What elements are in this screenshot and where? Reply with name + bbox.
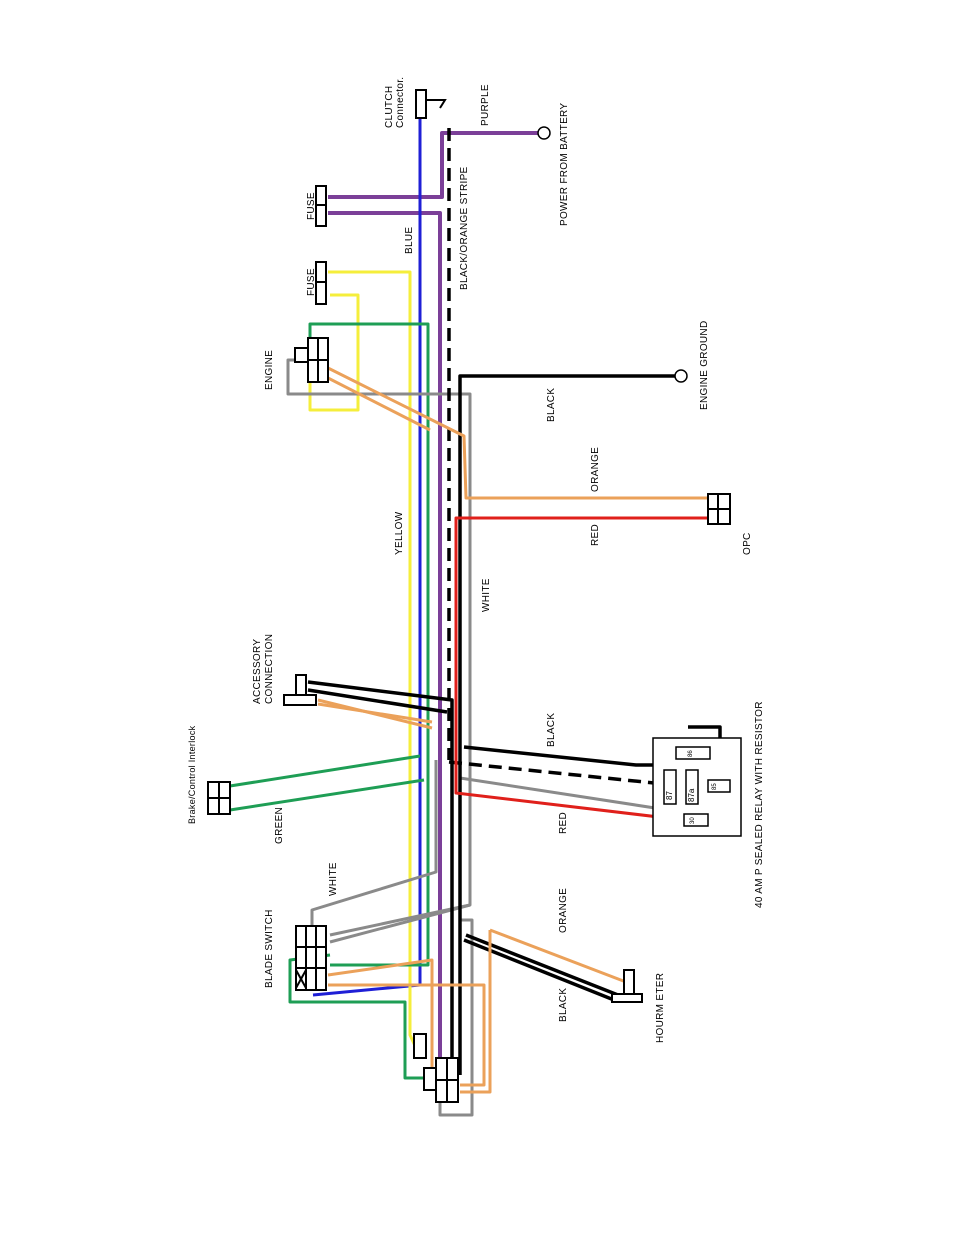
label-accessory-1: ACCESSORY <box>252 639 263 704</box>
label-orange-1: ORANGE <box>590 447 601 492</box>
relay-pin-85: 85 <box>712 783 718 790</box>
labels: CLUTCH Connector. PURPLE POWER FROM BATT… <box>187 77 765 1043</box>
engine-ground-terminal <box>675 370 687 382</box>
label-yellow: YELLOW <box>394 511 405 555</box>
opc-connector <box>708 494 730 524</box>
label-hourmeter: HOURM ETER <box>655 973 666 1043</box>
label-purple: PURPLE <box>480 84 491 126</box>
label-black-orange-stripe: BLACK/ORANGE STRIPE <box>459 166 470 290</box>
label-black-2: BLACK <box>546 713 557 747</box>
label-power-from-battery: POWER FROM BATTERY <box>559 103 570 226</box>
label-orange-2: ORANGE <box>558 888 569 933</box>
label-clutch-1: CLUTCH <box>384 86 395 128</box>
battery-terminal <box>538 127 550 139</box>
label-relay: 40 AM P SEALED RELAY WITH RESISTOR <box>754 701 765 908</box>
relay-pin-86: 86 <box>688 750 694 757</box>
relay-pin-87a: 87a <box>687 788 696 802</box>
label-green: GREEN <box>274 807 285 844</box>
blade-switch <box>296 926 326 990</box>
label-blue: BLUE <box>404 227 415 254</box>
engine-connector <box>295 338 328 382</box>
label-fuse-2: FUSE <box>306 268 317 296</box>
hourmeter <box>612 970 642 1002</box>
relay-pin-30: 30 <box>690 817 696 824</box>
label-fuse-1: FUSE <box>306 192 317 220</box>
label-brake-interlock: Brake/Control Interlock <box>187 725 197 824</box>
label-accessory-2: CONNECTION <box>264 634 275 704</box>
fuse-2 <box>316 262 326 304</box>
label-red-1: RED <box>590 524 601 546</box>
label-black-1: BLACK <box>546 388 557 422</box>
label-blade-switch: BLADE SWITCH <box>264 909 275 988</box>
label-engine: ENGINE <box>264 350 275 390</box>
label-opc: OPC <box>742 532 753 555</box>
clutch-connector <box>416 90 445 118</box>
label-white-2: WHITE <box>328 862 339 896</box>
label-clutch-2: Connector. <box>395 77 406 128</box>
black-orange-stripe-wire <box>449 128 664 784</box>
relay-pin-87: 87 <box>665 791 674 800</box>
fuse-1 <box>316 186 326 226</box>
label-red-2: RED <box>558 812 569 834</box>
label-white-1: WHITE <box>481 578 492 612</box>
label-engine-ground: ENGINE GROUND <box>699 321 710 410</box>
label-black-3: BLACK <box>558 988 569 1022</box>
brake-interlock-connector <box>208 782 230 814</box>
orange-wire <box>318 368 708 1092</box>
relay <box>653 738 741 836</box>
